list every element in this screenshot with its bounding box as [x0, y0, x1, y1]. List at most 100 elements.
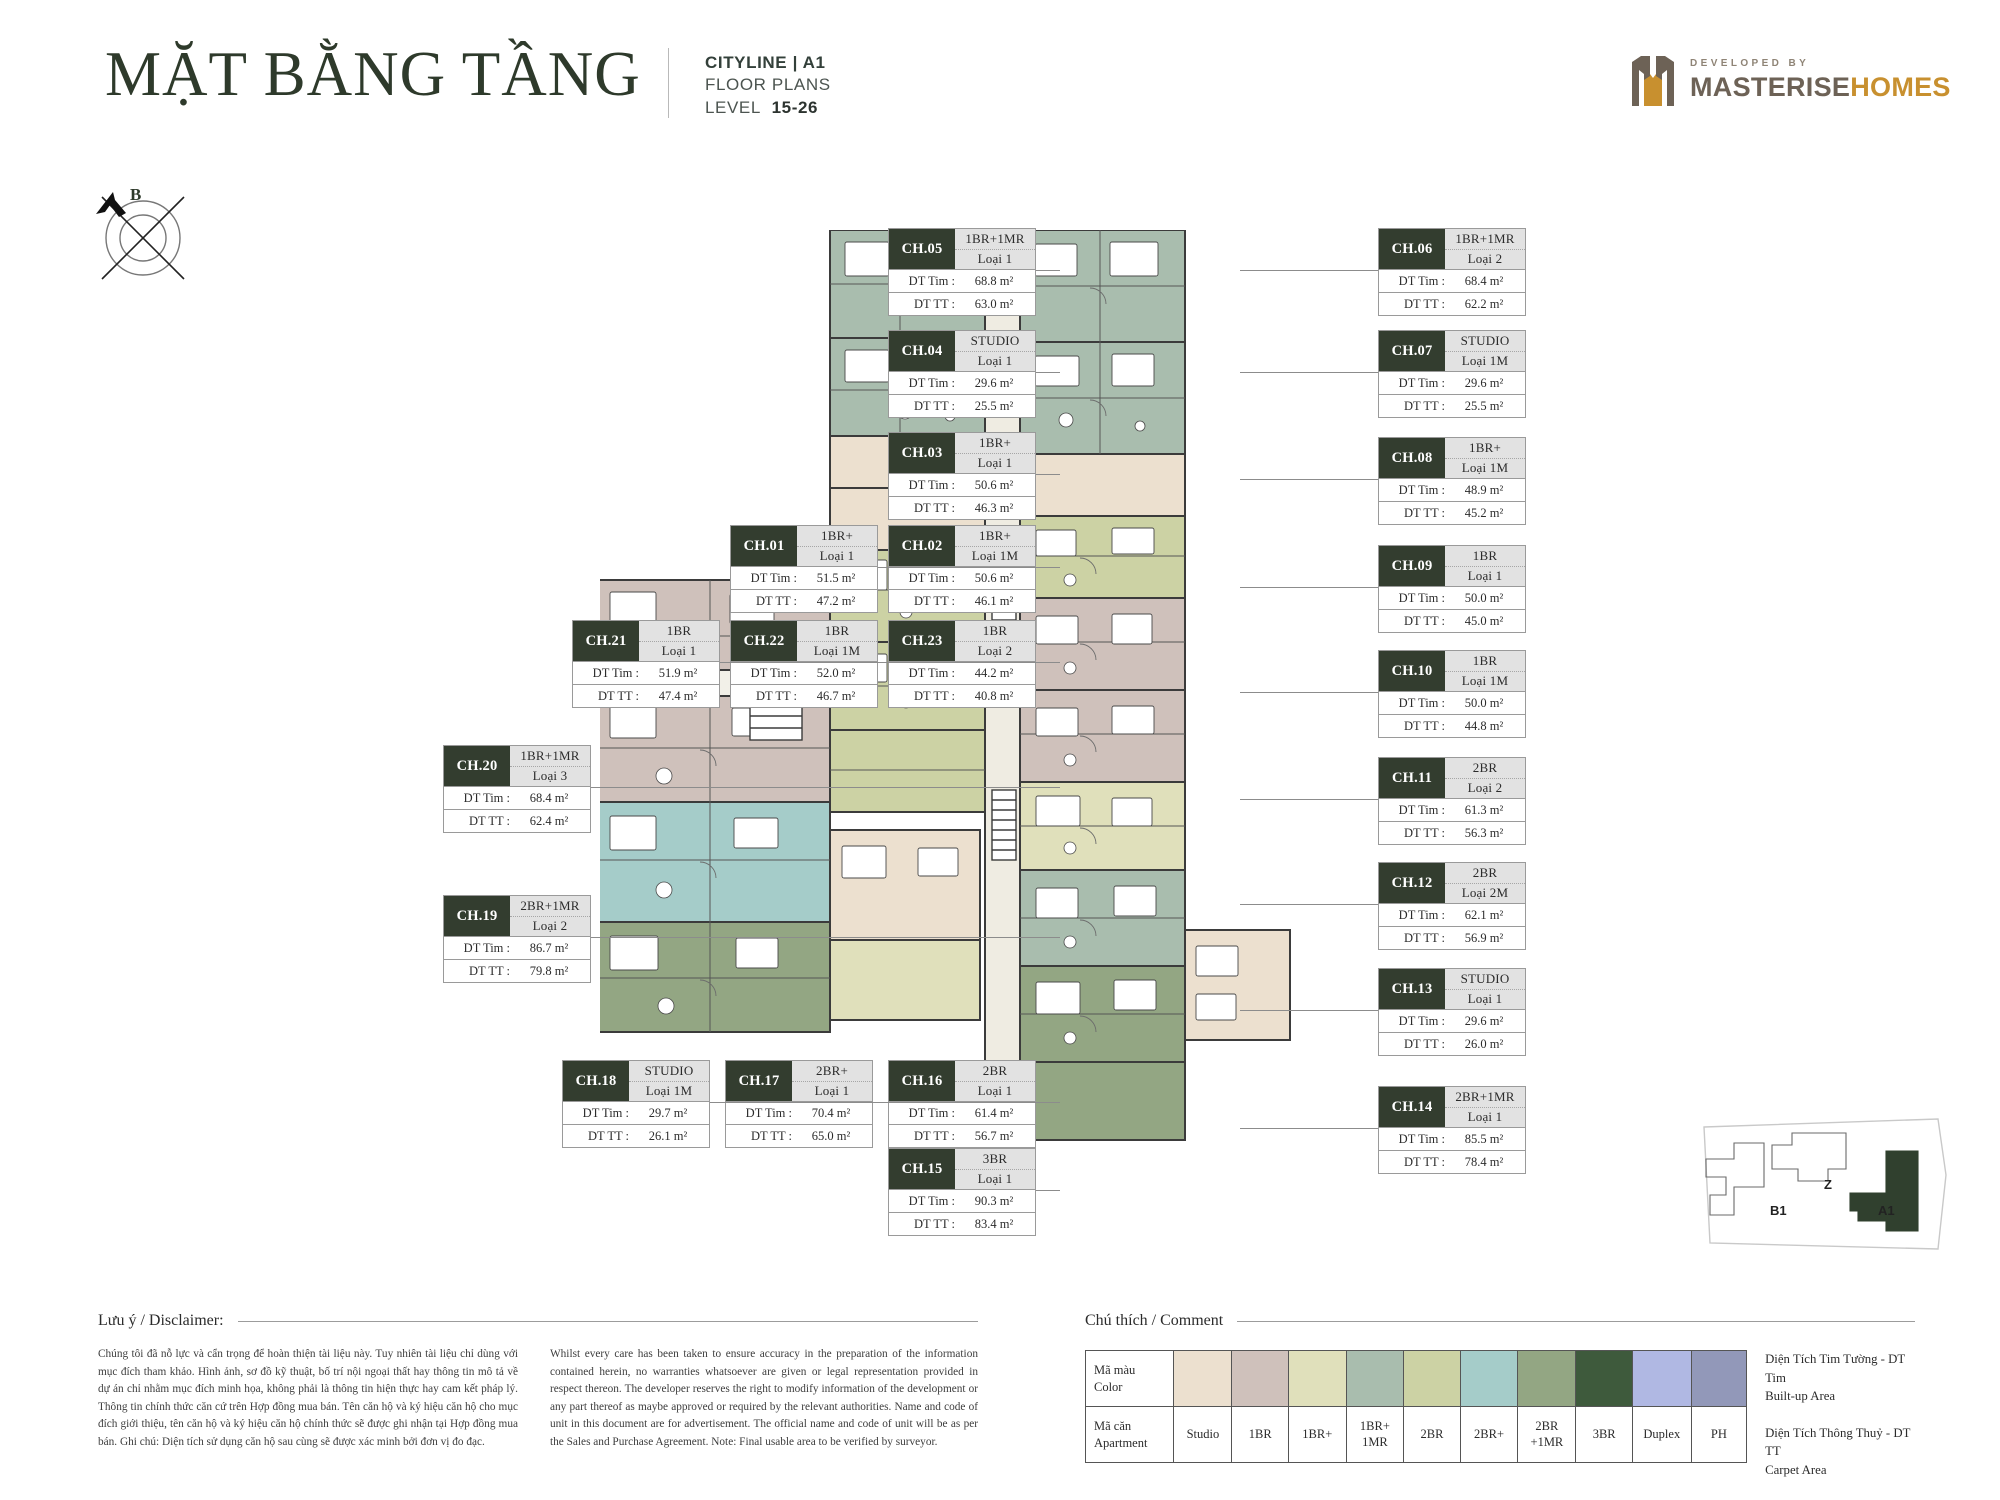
- page-header: MẶT BẰNG TẦNG CITYLINE | A1 FLOOR PLANS …: [0, 0, 2000, 150]
- legend-name-2br: 2BR+: [1459, 1406, 1519, 1463]
- legend-name-duplex: Duplex: [1631, 1406, 1692, 1463]
- unit-type: 2BR+: [792, 1061, 872, 1082]
- unit-row-dt-tt: DT TT :46.3 m²: [889, 496, 1035, 519]
- unit-row-dt-tt: DT TT :46.7 m²: [731, 684, 877, 707]
- unit-type: 1BR+: [955, 526, 1035, 547]
- unit-row-dt-tim: DT Tim :62.1 m²: [1379, 903, 1525, 926]
- legend-name-1br: 1BR+: [1287, 1406, 1347, 1463]
- dt-tt-label: DT TT :: [914, 1128, 955, 1143]
- dt-tt-value: 45.2 m²: [1464, 505, 1504, 520]
- dt-tim-label: DT Tim :: [750, 570, 797, 585]
- dt-tt-label: DT TT :: [914, 688, 955, 703]
- level-label: LEVEL: [705, 97, 761, 117]
- legend-apt-label-en: Apartment: [1094, 1435, 1148, 1450]
- unit-type-block: 2BR+Loại 1: [792, 1061, 872, 1101]
- unit-type: STUDIO: [629, 1061, 709, 1082]
- unit-row-dt-tim: DT Tim :68.4 m²: [1379, 269, 1525, 292]
- leader-line-ch-13: [1240, 1010, 1378, 1011]
- title-divider: [668, 48, 669, 118]
- unit-row-dt-tt: DT TT :47.4 m²: [573, 684, 719, 707]
- unit-code: CH.17: [726, 1061, 792, 1101]
- unit-code: CH.14: [1379, 1087, 1445, 1127]
- dt-tim-value: 50.0 m²: [1464, 590, 1504, 605]
- legend-swatch-studio: [1173, 1350, 1233, 1407]
- legend-swatch-ph: [1690, 1350, 1748, 1407]
- dt-tt-label: DT TT :: [1404, 718, 1445, 733]
- dt-tt-label: DT TT :: [1404, 505, 1445, 520]
- unit-row-dt-tim: DT Tim :61.4 m²: [889, 1101, 1035, 1124]
- legend-color-label-en: Color: [1094, 1379, 1123, 1394]
- dt-tt-value: 26.1 m²: [648, 1128, 688, 1143]
- unit-type: 2BR: [1445, 863, 1525, 884]
- dt-tt-label: DT TT :: [1404, 825, 1445, 840]
- unit-row-dt-tim: DT Tim :61.3 m²: [1379, 798, 1525, 821]
- unit-loai: Loại 1M: [971, 548, 1019, 564]
- unit-type-block: 1BR+Loại 1M: [1445, 438, 1525, 478]
- dt-tim-value: 50.0 m²: [1464, 695, 1504, 710]
- subtitle-cityline: CITYLINE | A1: [705, 53, 826, 72]
- unit-code: CH.16: [889, 1061, 955, 1101]
- dt-tt-value: 62.2 m²: [1464, 296, 1504, 311]
- unit-code: CH.10: [1379, 651, 1445, 691]
- unit-loai: Loại 1M: [1461, 673, 1509, 689]
- unit-loai: Loại 1: [977, 1171, 1013, 1187]
- leader-line-ch-17: [873, 1102, 1060, 1103]
- unit-row-dt-tt: DT TT :56.3 m²: [1379, 821, 1525, 844]
- dt-tt-label: DT TT :: [914, 593, 955, 608]
- disclaimer-text-en: Whilst every care has been taken to ensu…: [550, 1348, 978, 1448]
- unit-row-dt-tim: DT Tim :85.5 m²: [1379, 1127, 1525, 1150]
- dt-tt-value: 46.1 m²: [974, 593, 1014, 608]
- dt-tt-value: 26.0 m²: [1464, 1036, 1504, 1051]
- masterise-logo-icon: [1630, 52, 1676, 108]
- keyplan-label-z: Z: [1824, 1177, 1832, 1192]
- leader-line-ch-05: [1036, 270, 1060, 271]
- unit-type: 1BR+1MR: [1445, 229, 1525, 250]
- dt-tim-value: 61.4 m²: [974, 1105, 1014, 1120]
- dt-tt-label: DT TT :: [914, 500, 955, 515]
- dt-tt-value: 62.4 m²: [529, 813, 569, 828]
- unit-row-dt-tim: DT Tim :50.6 m²: [889, 473, 1035, 496]
- unit-row-dt-tim: DT Tim :86.7 m²: [444, 936, 590, 959]
- unit-loai: Loại 1: [977, 1083, 1013, 1099]
- dt-tim-value: 29.7 m²: [648, 1105, 688, 1120]
- unit-loai: Loại 1: [814, 1083, 850, 1099]
- unit-code: CH.18: [563, 1061, 629, 1101]
- dt-tim-label: DT Tim :: [1398, 695, 1445, 710]
- page-title: MẶT BẰNG TẦNG: [105, 39, 641, 109]
- unit-type: 1BR+1MR: [955, 229, 1035, 250]
